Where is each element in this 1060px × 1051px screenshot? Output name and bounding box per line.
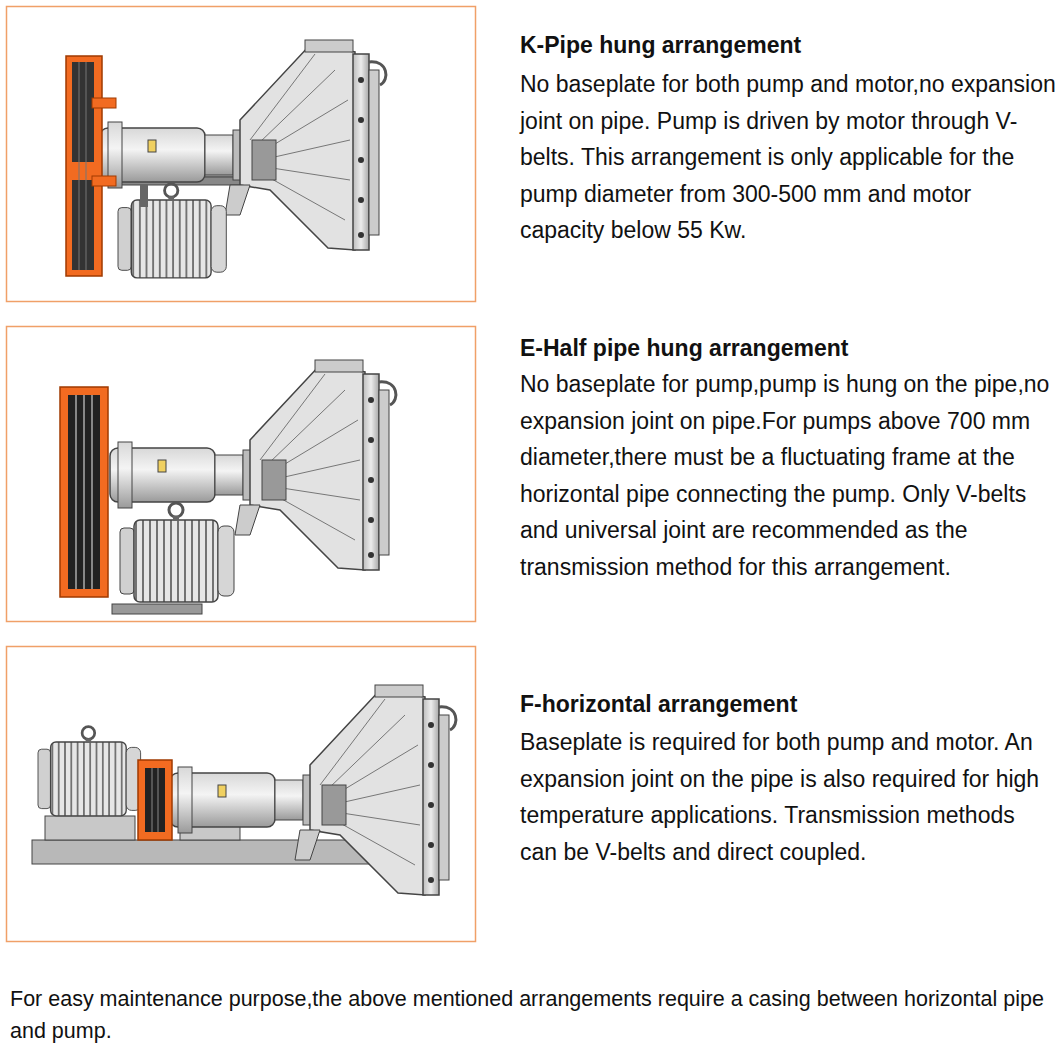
drawing-rect — [60, 387, 108, 597]
drawing-use — [38, 727, 141, 816]
drawing-line — [79, 62, 80, 270]
drawing-line — [158, 768, 159, 832]
drawing-line — [75, 395, 77, 589]
drawing-line — [91, 395, 93, 589]
drawing-rect — [145, 768, 165, 832]
drawing-line — [86, 62, 87, 270]
drawing-rect — [68, 395, 100, 589]
section-body: No baseplate for pump,pump is hung on th… — [520, 366, 1056, 585]
drawing-rect — [66, 56, 102, 276]
drawing-rect — [7, 327, 476, 622]
drawing-rect — [140, 185, 148, 207]
drawing-use — [170, 685, 456, 895]
section-heading: F-horizontal arrangement — [520, 687, 1056, 721]
drawing-use — [120, 503, 234, 602]
drawing-line — [83, 395, 85, 589]
drawing-rect — [7, 647, 476, 942]
section-body: Baseplate is required for both pump and … — [520, 724, 1056, 870]
section-body: No baseplate for both pump and motor,no … — [520, 66, 1056, 249]
drawing-rect — [138, 760, 172, 840]
drawing-use — [118, 184, 226, 278]
drawing-rect — [92, 176, 116, 186]
drawing-rect — [72, 180, 94, 270]
drawing-rect — [112, 604, 202, 614]
drawing-line — [152, 768, 153, 832]
drawing-rect — [45, 816, 135, 840]
section-heading: K-Pipe hung arrangement — [520, 28, 1056, 62]
section-heading: E-Half pipe hung arrangement — [520, 331, 1056, 365]
drawing-rect — [92, 98, 116, 108]
drawing-rect — [72, 62, 94, 162]
footnote: For easy maintenance purpose,the above m… — [10, 983, 1050, 1047]
drawing-rect — [7, 7, 476, 302]
